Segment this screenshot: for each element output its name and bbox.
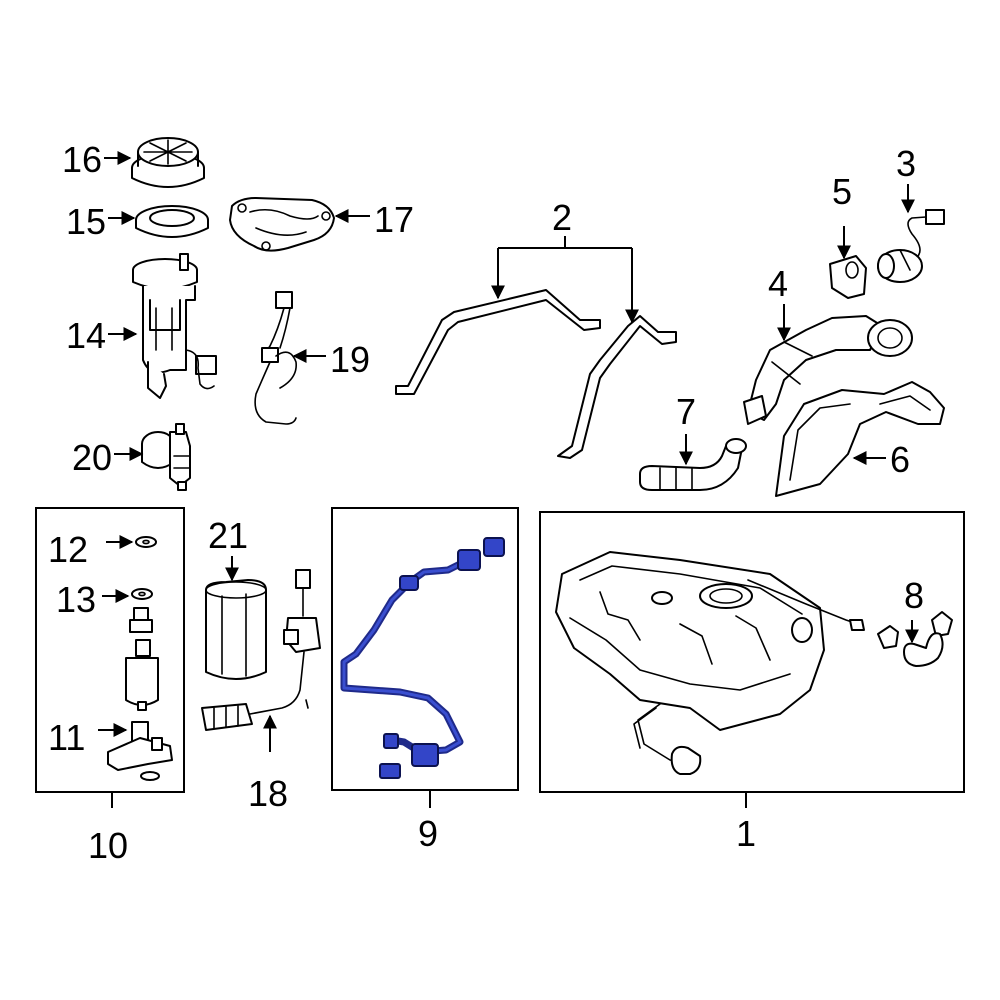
- part-18-sender-harness[interactable]: [201, 569, 321, 731]
- callout-20: 20: [72, 437, 144, 478]
- part-6-splash-shield[interactable]: [775, 381, 945, 497]
- svg-text:18: 18: [248, 773, 288, 814]
- part-5-bracket-clip[interactable]: [829, 255, 867, 299]
- svg-text:13: 13: [56, 579, 96, 620]
- svg-text:17: 17: [374, 199, 414, 240]
- svg-text:19: 19: [330, 339, 370, 380]
- callout-21: 21: [208, 515, 248, 582]
- svg-text:15: 15: [66, 201, 106, 242]
- part-12-gasket[interactable]: [135, 536, 157, 548]
- callout-9: 9: [418, 790, 438, 854]
- svg-text:4: 4: [768, 263, 788, 304]
- svg-text:9: 9: [418, 813, 438, 854]
- part-9-group-box: [331, 507, 519, 791]
- callout-4: 4: [768, 263, 791, 342]
- callout-5: 5: [832, 171, 852, 260]
- part-1-group-box: [539, 511, 965, 793]
- part-20-pressure-regulator[interactable]: [141, 423, 191, 491]
- callout-17: 17: [334, 199, 414, 240]
- callout-7: 7: [676, 391, 696, 466]
- svg-text:6: 6: [890, 439, 910, 480]
- part-8-vent-hose[interactable]: [877, 611, 953, 667]
- part-16-lock-ring-cap[interactable]: [131, 137, 205, 188]
- harness-connector-lower-1: [411, 743, 439, 767]
- callout-6: 6: [852, 439, 910, 480]
- svg-text:16: 16: [62, 139, 102, 180]
- part-19-pump-wire-harness[interactable]: [254, 291, 297, 425]
- svg-text:20: 20: [72, 437, 112, 478]
- harness-connector-lower-3: [379, 763, 401, 779]
- harness-connector-upper-1: [457, 549, 481, 571]
- callout-1: 1: [736, 792, 756, 854]
- part-21-fuel-filter-sleeve[interactable]: [205, 579, 267, 680]
- callout-3: 3: [896, 143, 916, 214]
- part-3-sensor-with-lead[interactable]: [877, 209, 945, 283]
- harness-connector-lower-2: [383, 733, 399, 749]
- callout-15: 15: [66, 201, 136, 242]
- svg-text:7: 7: [676, 391, 696, 432]
- svg-text:21: 21: [208, 515, 248, 556]
- part-15-seal-ring[interactable]: [135, 205, 209, 238]
- part-4-fuel-filler-neck[interactable]: [743, 315, 913, 425]
- callout-18: 18: [248, 714, 288, 814]
- callout-2: 2: [491, 197, 639, 324]
- harness-connector-upper-2: [483, 537, 505, 557]
- part-9-highlighted-wire-harness[interactable]: [340, 537, 505, 779]
- svg-text:1: 1: [736, 813, 756, 854]
- harness-connector-mid: [399, 575, 419, 591]
- svg-text:11: 11: [48, 717, 85, 758]
- callout-19: 19: [292, 339, 370, 380]
- part-fuel-pump-motor[interactable]: [125, 607, 159, 711]
- callout-12: 12: [48, 529, 134, 570]
- part-1-fuel-tank[interactable]: [555, 551, 865, 775]
- callout-11: 11: [48, 717, 128, 758]
- callout-14: 14: [66, 315, 138, 356]
- callout-8: 8: [904, 575, 924, 644]
- svg-text:8: 8: [904, 575, 924, 616]
- part-2-fuel-tank-straps[interactable]: [395, 289, 677, 459]
- svg-text:3: 3: [896, 143, 916, 184]
- svg-text:5: 5: [832, 171, 852, 212]
- svg-text:14: 14: [66, 315, 106, 356]
- callout-16: 16: [62, 139, 132, 180]
- part-10-group-box: [35, 507, 185, 793]
- part-13-o-ring[interactable]: [131, 588, 153, 600]
- svg-text:12: 12: [48, 529, 88, 570]
- callout-13: 13: [56, 579, 130, 620]
- svg-text:10: 10: [88, 825, 128, 866]
- part-14-fuel-pump-module[interactable]: [132, 253, 217, 399]
- callout-10: 10: [88, 792, 128, 866]
- part-11-pump-filter-bracket[interactable]: [107, 721, 173, 781]
- part-7-fuel-hose[interactable]: [639, 438, 747, 491]
- svg-text:2: 2: [552, 197, 572, 238]
- part-17-access-cover-plate[interactable]: [229, 197, 335, 252]
